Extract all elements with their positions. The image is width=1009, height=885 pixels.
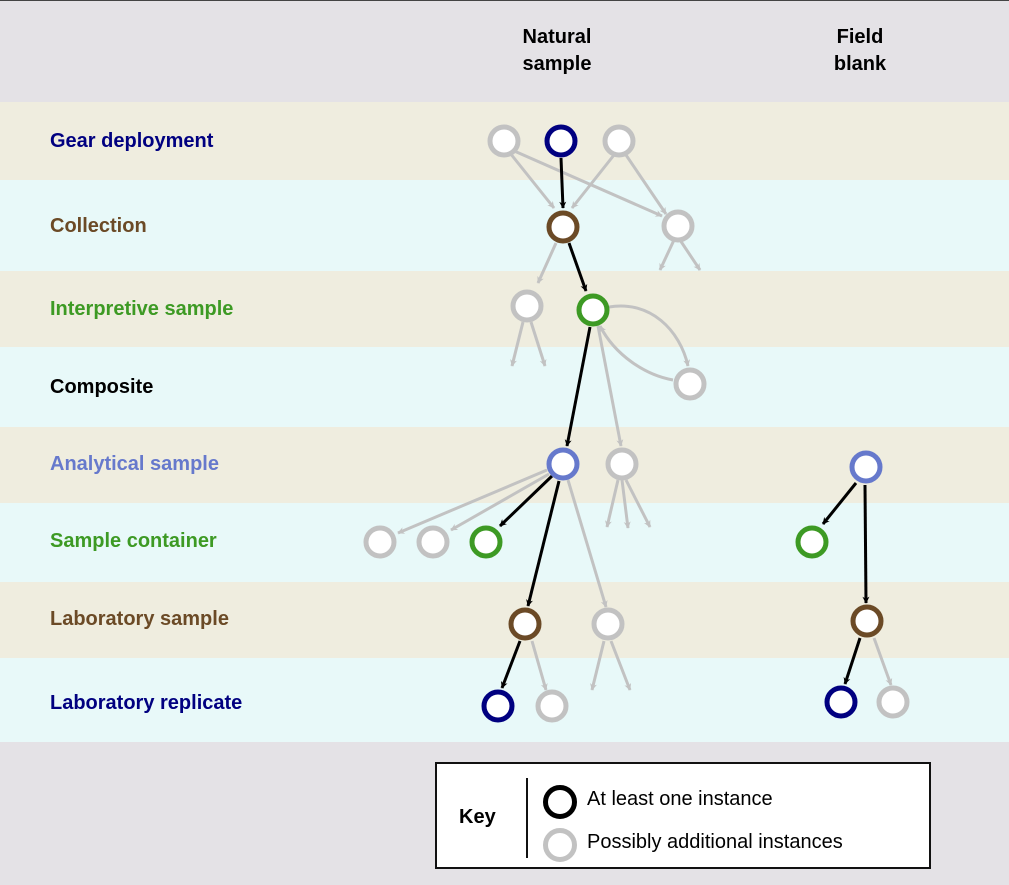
black-edge <box>564 326 592 447</box>
key-grey-circle-icon <box>543 828 577 862</box>
key-legend: Key At least one instance Possibly addit… <box>435 762 931 869</box>
column-header-line: Natural <box>522 26 592 48</box>
grey-node <box>673 367 707 401</box>
grey-edge <box>872 637 893 686</box>
key-divider <box>526 778 528 858</box>
laboratory-sample-node <box>508 607 542 641</box>
laboratory-replicate-node <box>481 689 515 723</box>
grey-edge <box>678 239 702 271</box>
row-label-laboratory-replicate: Laboratory replicate <box>50 692 243 714</box>
grey-edge <box>598 325 674 382</box>
field-blank-laboratory-replicate-node <box>824 685 858 719</box>
grey-edge <box>566 479 608 608</box>
grey-node <box>363 525 397 559</box>
grey-edge <box>658 239 676 271</box>
gear-deployment-node <box>544 124 578 158</box>
grey-edge <box>605 479 620 528</box>
key-solid-label: At least one instance <box>587 788 773 810</box>
grey-edge <box>530 640 548 691</box>
black-edge <box>500 640 522 689</box>
grey-node <box>591 607 625 641</box>
analytical-sample-node <box>546 447 580 481</box>
black-edge <box>559 157 567 209</box>
field-blank-laboratory-sample-node <box>850 604 884 638</box>
grey-node <box>876 685 910 719</box>
key-title: Key <box>459 806 496 828</box>
grey-edge <box>510 321 525 367</box>
black-edge <box>843 637 862 685</box>
row-band-laboratory-sample <box>0 582 1009 658</box>
row-label-collection: Collection <box>50 215 147 237</box>
row-band-sample-container <box>0 503 1009 582</box>
column-header-line: sample <box>522 53 592 75</box>
field-blank-sample-container-node <box>795 525 829 559</box>
interpretive-sample-node <box>576 293 610 327</box>
grey-node <box>416 525 450 559</box>
grey-edge <box>620 479 631 529</box>
grey-edge <box>511 148 663 218</box>
field-blank-analytical-sample-node <box>849 450 883 484</box>
row-label-composite: Composite <box>50 376 154 398</box>
grey-edge <box>529 321 547 367</box>
row-band-collection <box>0 180 1009 271</box>
grey-edge <box>397 468 548 535</box>
black-edge <box>821 482 858 525</box>
grey-node <box>605 447 639 481</box>
black-edge <box>862 484 870 604</box>
grey-node <box>510 289 544 323</box>
row-label-interpretive-sample: Interpretive sample <box>50 298 234 320</box>
grey-node <box>487 124 521 158</box>
row-band-composite <box>0 347 1009 427</box>
grey-edge <box>609 640 632 691</box>
column-header-line: Field <box>836 26 884 48</box>
grey-edge <box>624 154 668 215</box>
row-label-analytical-sample: Analytical sample <box>50 453 219 475</box>
grey-edge <box>570 154 616 209</box>
sample-container-node <box>469 525 503 559</box>
black-edge <box>567 242 588 292</box>
black-edge <box>526 480 561 607</box>
column-header-line: blank <box>833 53 887 75</box>
grey-edge <box>608 304 691 367</box>
collection-node <box>546 210 580 244</box>
column-header-field-blank: Field blank <box>810 24 910 78</box>
key-black-circle-icon <box>543 785 577 819</box>
row-label-sample-container: Sample container <box>50 530 217 552</box>
column-header-natural-sample: Natural sample <box>497 24 617 78</box>
row-band-interpretive-sample <box>0 271 1009 347</box>
grey-edge <box>590 640 606 691</box>
black-edge <box>498 474 554 528</box>
grey-edge <box>508 152 556 209</box>
key-grey-label: Possibly additional instances <box>587 831 843 853</box>
grey-edge <box>536 242 558 284</box>
grey-edge <box>450 472 550 532</box>
row-label-laboratory-sample: Laboratory sample <box>50 608 229 630</box>
grey-edge <box>624 479 652 528</box>
grey-node <box>661 209 695 243</box>
grey-edge <box>596 325 624 447</box>
grey-node <box>535 689 569 723</box>
grey-node <box>602 124 636 158</box>
row-label-gear-deployment: Gear deployment <box>50 130 214 152</box>
row-band-analytical-sample <box>0 427 1009 503</box>
